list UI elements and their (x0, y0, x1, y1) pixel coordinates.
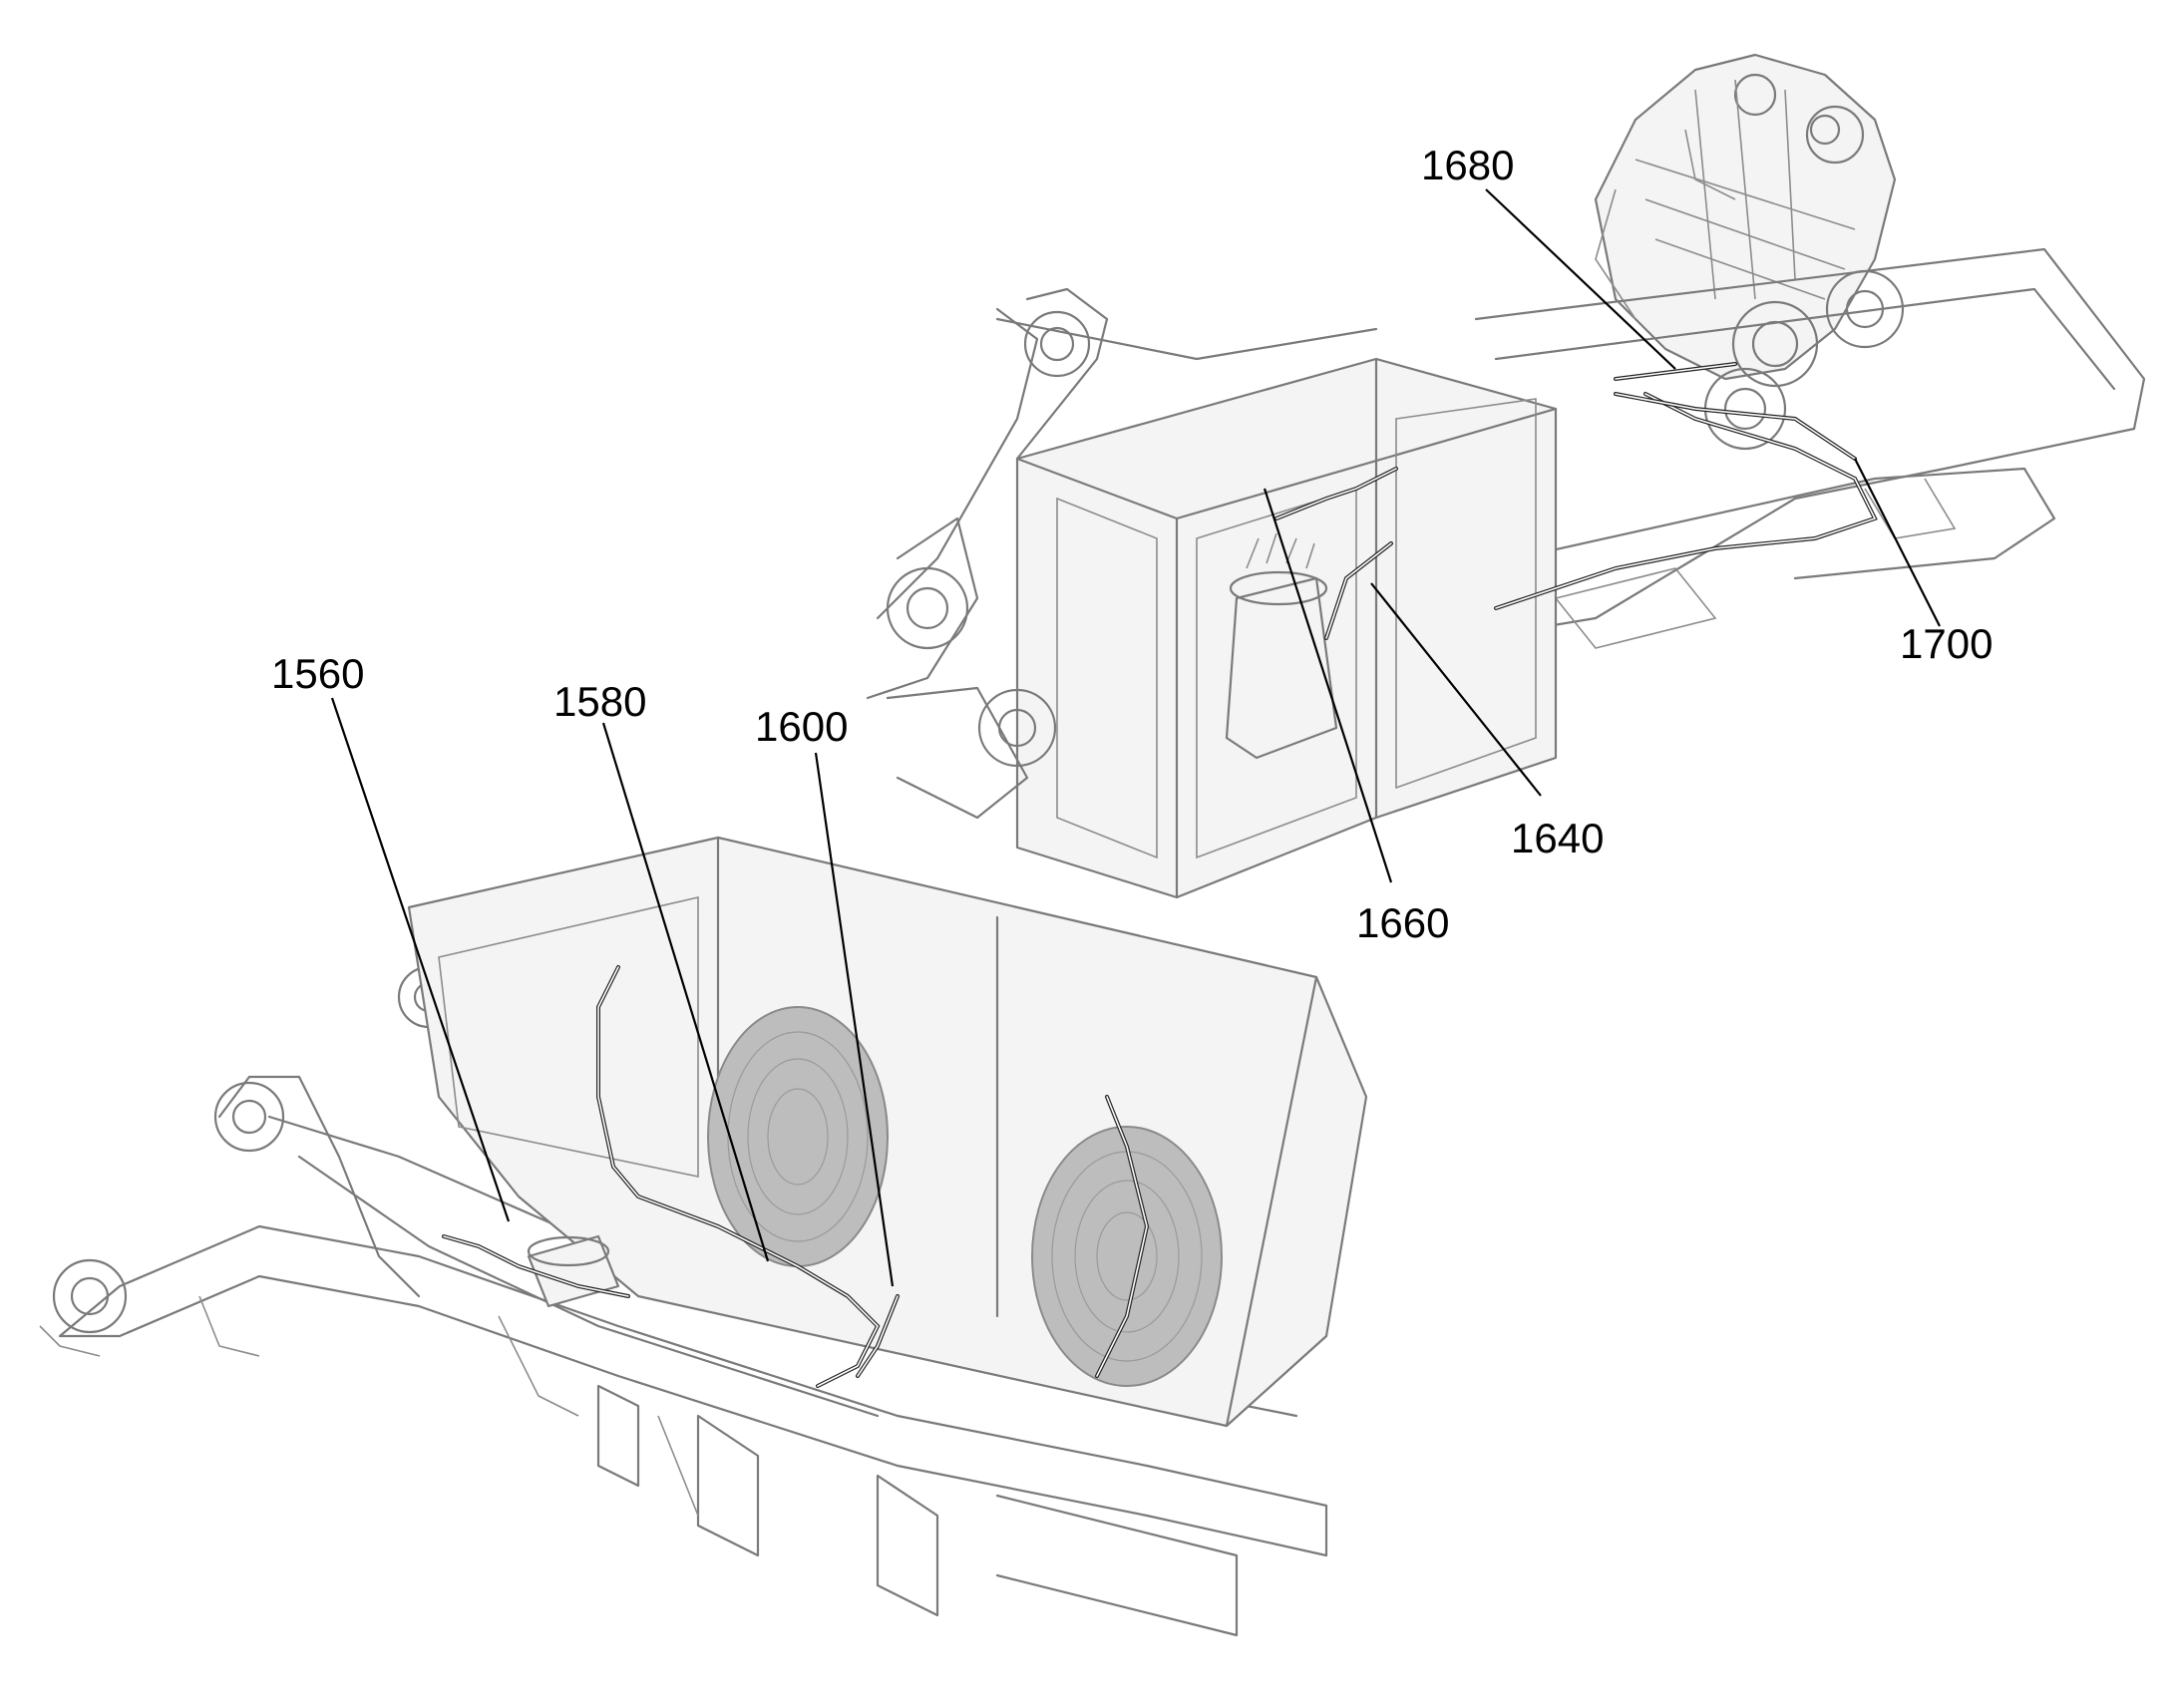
label-1600: 1600 (755, 703, 848, 750)
front-hoses (442, 965, 1150, 1388)
cooler-fan-left (707, 1006, 889, 1267)
label-1680: 1680 (1421, 142, 1514, 188)
leader-1580 (601, 722, 770, 1262)
leader-1560 (330, 697, 511, 1222)
front-frame-assembly (39, 836, 1368, 1637)
label-1580: 1580 (553, 678, 646, 725)
label-1700: 1700 (1900, 620, 1993, 667)
leader-1660 (1263, 488, 1393, 883)
pump-motor (527, 1234, 620, 1308)
label-1640: 1640 (1511, 815, 1604, 861)
rear-frame-assembly (866, 53, 2146, 899)
leader-1680 (1485, 188, 1676, 370)
callouts: 1560 1580 1600 1640 1660 1680 1700 (271, 142, 1993, 946)
label-1660: 1660 (1356, 899, 1449, 946)
leader-1640 (1370, 582, 1542, 797)
label-1560: 1560 (271, 650, 364, 697)
engine (1594, 53, 1905, 451)
leader-1600 (814, 752, 895, 1287)
cooler-fan-right (1031, 1126, 1223, 1387)
leader-1700 (1854, 458, 1941, 627)
rear-hoses (1274, 362, 1878, 640)
leader-lines (330, 188, 1941, 1287)
